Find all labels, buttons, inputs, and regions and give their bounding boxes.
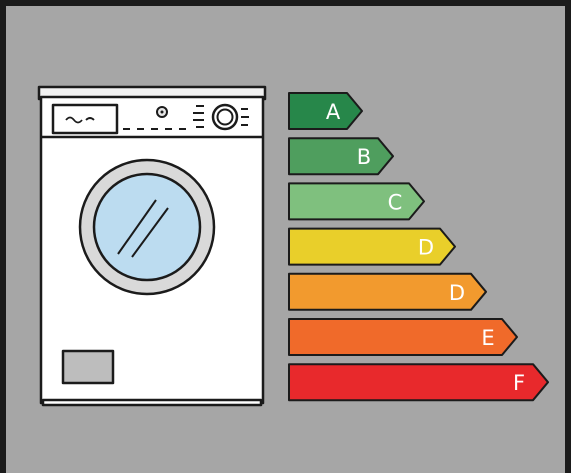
energy-bar-label: F bbox=[513, 371, 525, 395]
machine-base bbox=[43, 400, 261, 405]
detergent-drawer bbox=[53, 105, 117, 133]
energy-bar-label: D bbox=[449, 281, 465, 305]
energy-bar-6: F bbox=[289, 364, 548, 400]
energy-bar-arrow bbox=[289, 138, 393, 174]
filter-hatch bbox=[63, 351, 113, 383]
washing-machine-icon bbox=[39, 87, 265, 405]
energy-bar-arrow bbox=[289, 183, 424, 219]
energy-bar-label: E bbox=[481, 326, 494, 350]
energy-bar-3: D bbox=[289, 229, 455, 265]
energy-bar-0: A bbox=[289, 93, 362, 129]
energy-bar-5: E bbox=[289, 319, 517, 355]
energy-bar-label: D bbox=[418, 236, 434, 260]
door-window bbox=[94, 174, 200, 280]
energy-bar-label: B bbox=[357, 145, 371, 169]
energy-bar-4: D bbox=[289, 274, 486, 310]
energy-bar-label: C bbox=[388, 190, 403, 214]
energy-bar-label: A bbox=[326, 100, 341, 124]
energy-bar-arrow bbox=[289, 364, 548, 400]
energy-bar-1: B bbox=[289, 138, 393, 174]
energy-bar-2: C bbox=[289, 183, 424, 219]
